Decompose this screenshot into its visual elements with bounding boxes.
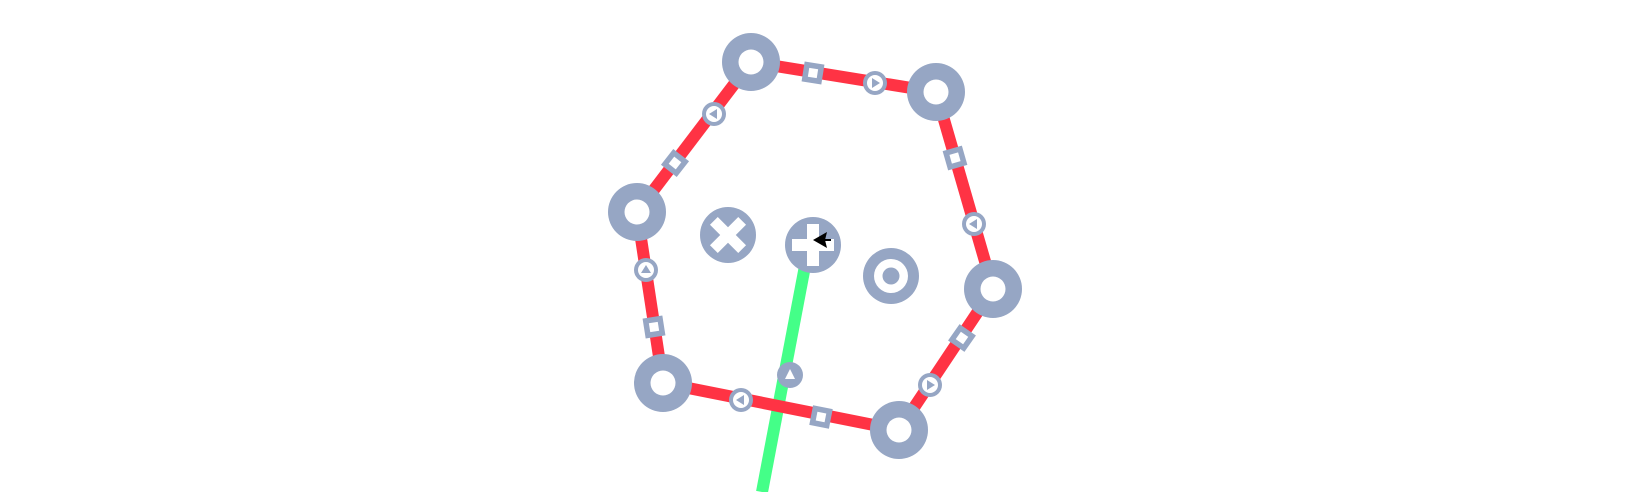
circle-ring-icon[interactable] (608, 183, 666, 241)
circle-ring-icon[interactable] (964, 260, 1022, 318)
play-triangle-icon[interactable] (702, 102, 726, 126)
polygon-edge[interactable] (661, 377, 901, 436)
close-x-icon (709, 216, 747, 254)
play-triangle-icon[interactable] (962, 212, 986, 236)
circle-ring-icon[interactable] (870, 401, 928, 459)
direction-handles (634, 71, 986, 412)
square-handle-icon[interactable] (801, 61, 825, 85)
square-handle-icon[interactable] (948, 324, 976, 352)
polygon-edge[interactable] (750, 56, 937, 98)
midpoint-handles (642, 61, 976, 429)
play-triangle-icon[interactable] (634, 258, 658, 282)
delete-button[interactable] (700, 207, 757, 264)
circle-ring-icon[interactable] (907, 63, 965, 121)
circle-ring-icon[interactable] (722, 33, 780, 91)
vertex-handles (608, 33, 1022, 459)
polygon-edge[interactable] (930, 90, 999, 291)
center-button[interactable] (863, 248, 919, 304)
square-handle-icon[interactable] (809, 405, 833, 429)
circle-ring-icon[interactable] (634, 354, 692, 412)
square-handle-icon[interactable] (942, 145, 968, 171)
triangle-up-icon[interactable] (777, 362, 803, 388)
play-triangle-icon[interactable] (729, 388, 753, 412)
polygon-edge[interactable] (632, 58, 756, 216)
play-triangle-icon[interactable] (863, 71, 887, 95)
square-handle-icon[interactable] (660, 148, 690, 178)
square-handle-icon[interactable] (642, 315, 666, 339)
mouse-pointer-icon (813, 232, 831, 248)
move-button[interactable] (785, 217, 841, 273)
play-triangle-icon[interactable] (918, 373, 942, 397)
